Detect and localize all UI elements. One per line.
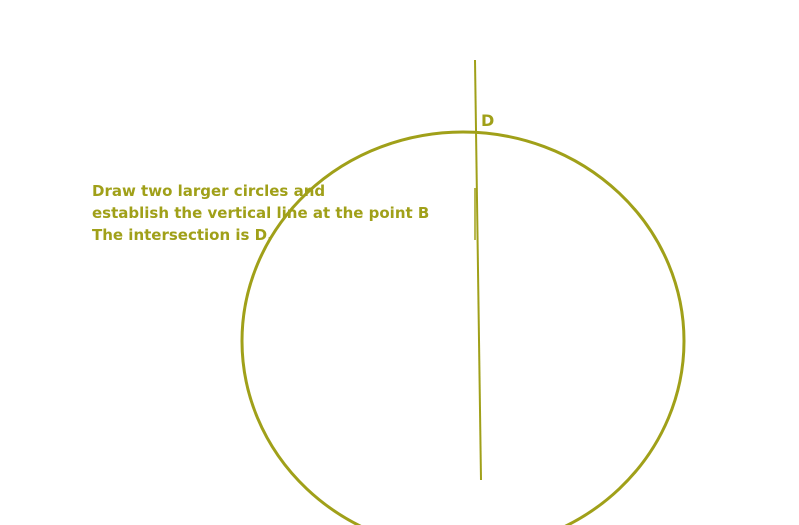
instruction-line-1: Draw two larger circles and <box>92 182 326 200</box>
instruction-text: Draw two larger circles and establish th… <box>92 180 429 246</box>
instruction-line-3: The intersection is D. <box>92 226 273 244</box>
vertical-line <box>474 59 482 481</box>
large-circle <box>240 130 686 525</box>
instruction-line-2: establish the vertical line at the point… <box>92 204 430 222</box>
point-d-label: D <box>481 111 494 130</box>
